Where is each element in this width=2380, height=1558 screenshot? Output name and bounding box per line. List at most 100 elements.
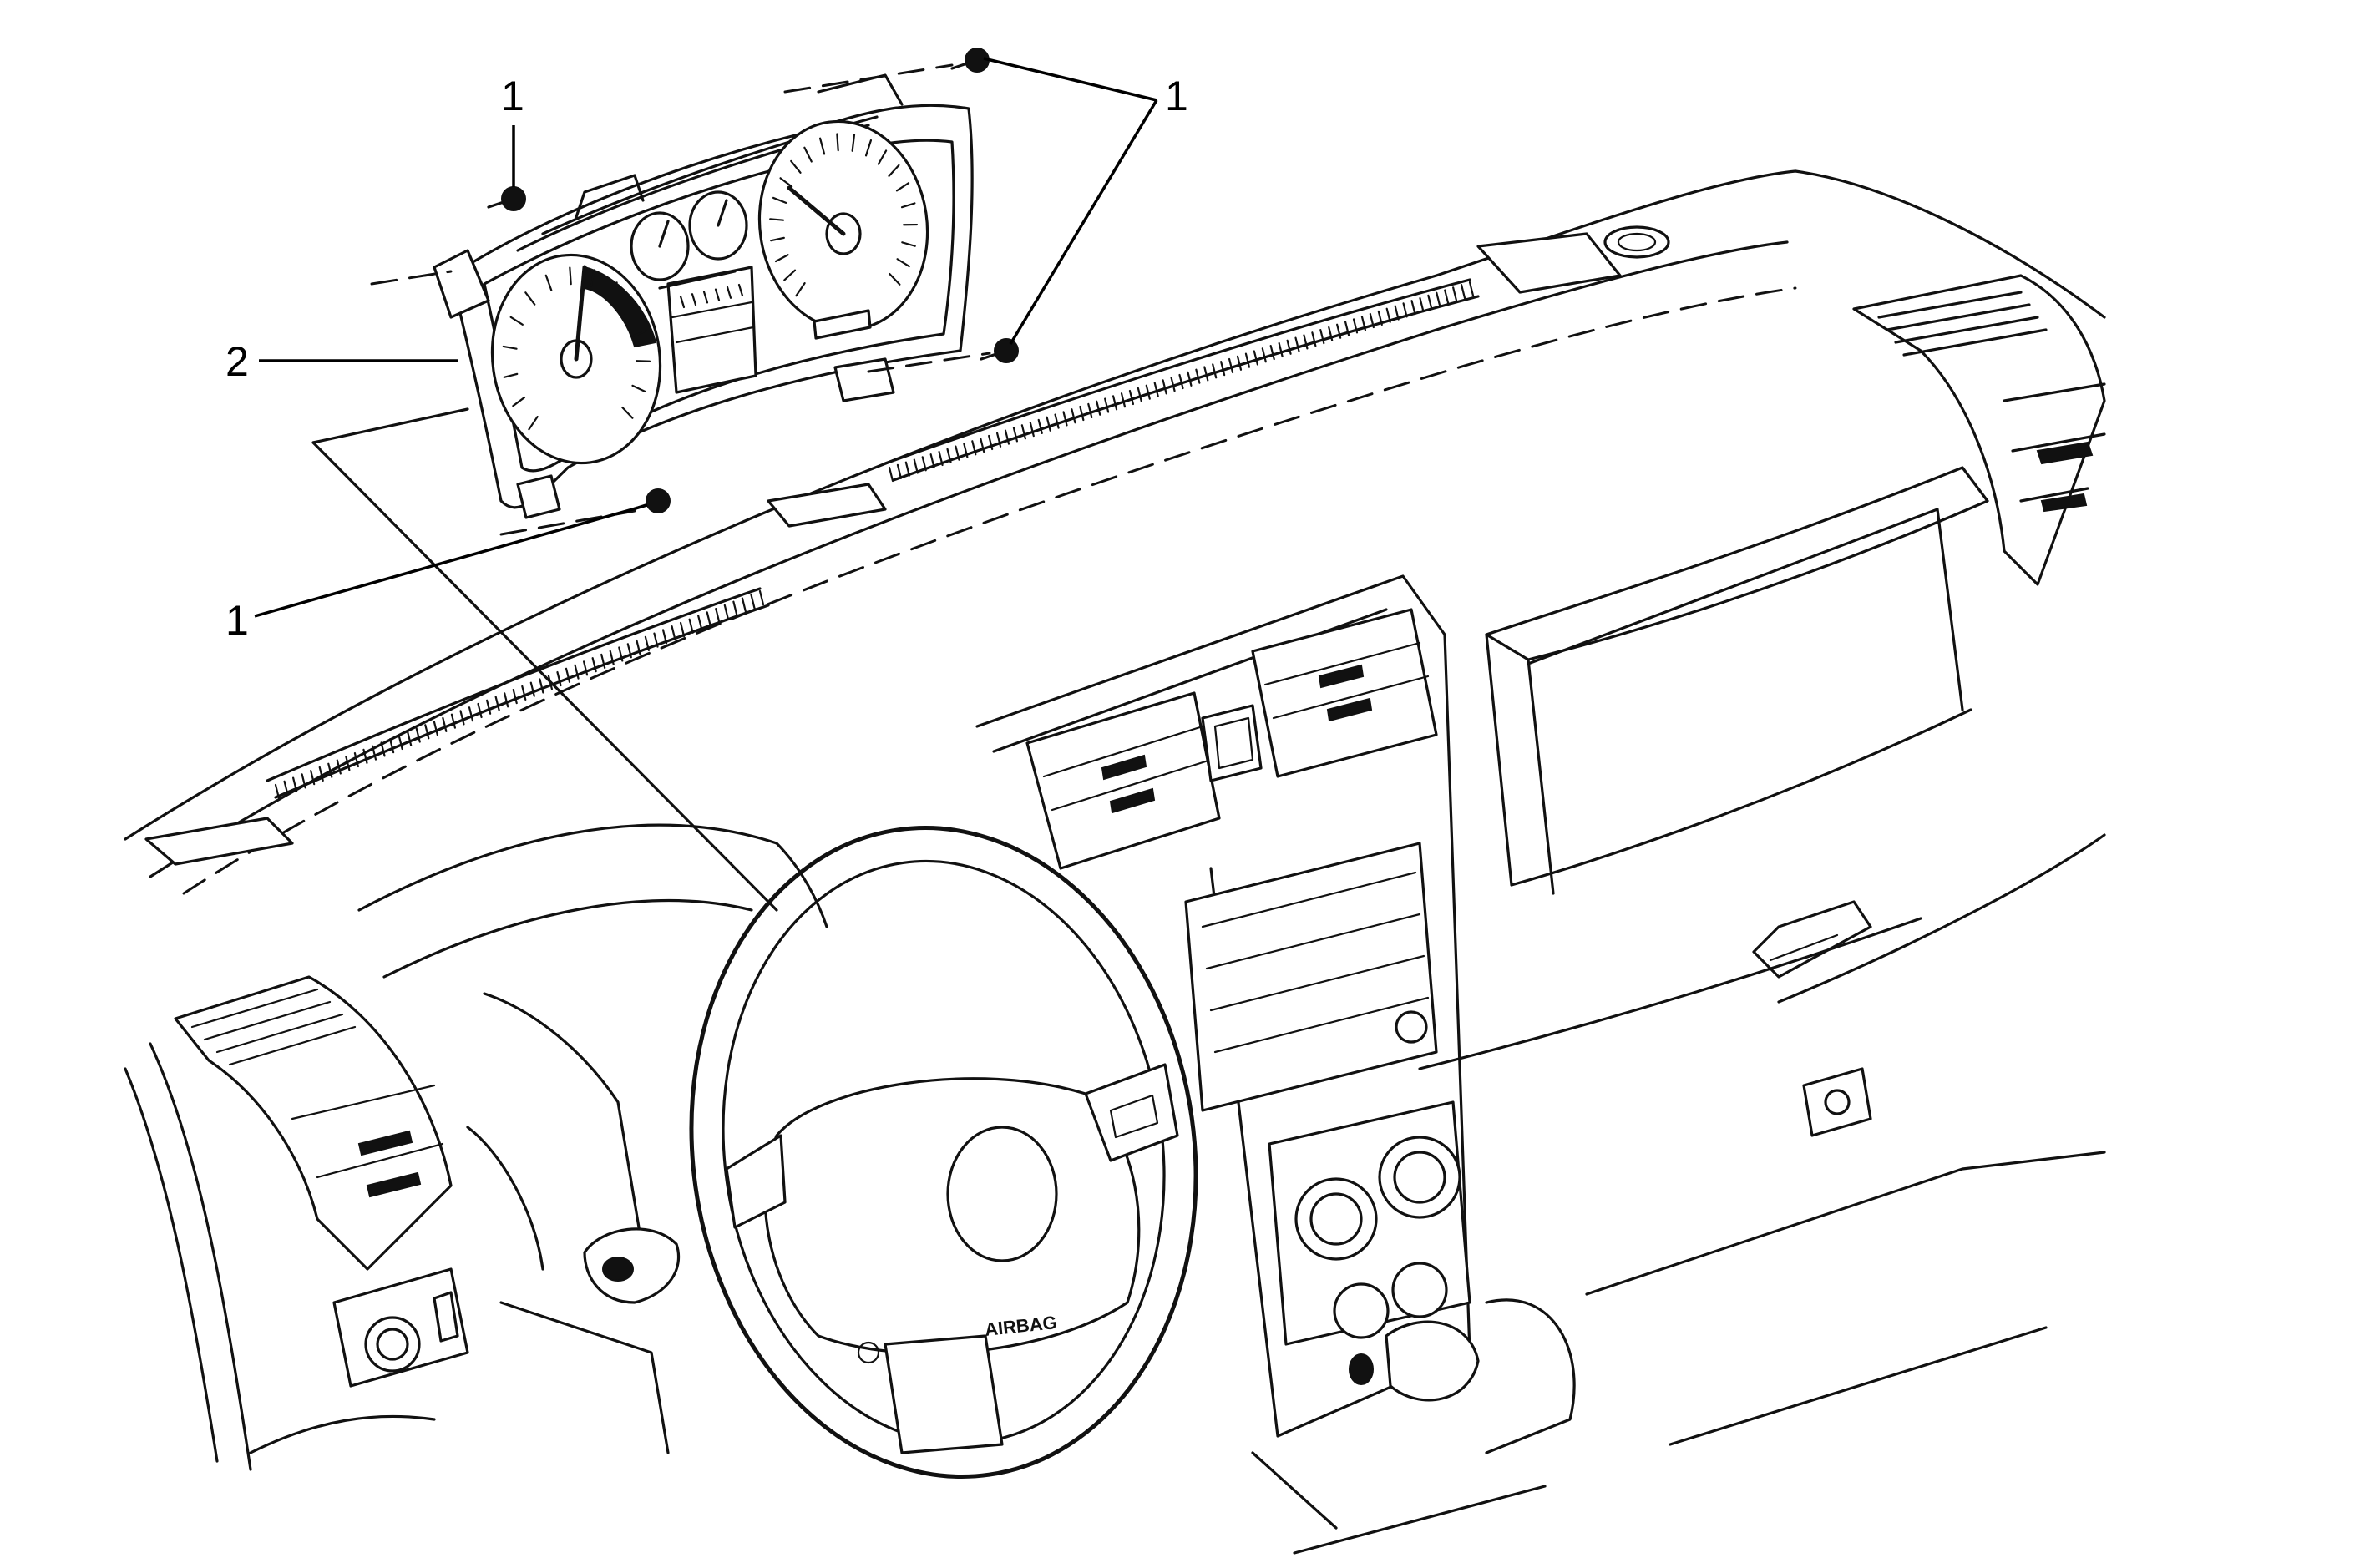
detail-stroke — [1153, 382, 1159, 397]
detail-stroke — [1087, 402, 1093, 418]
detail-stroke — [371, 745, 377, 761]
detail-stroke — [1170, 377, 1176, 392]
detail-stroke — [1096, 400, 1101, 416]
detail-stroke — [889, 272, 901, 286]
detail-stroke — [477, 702, 483, 719]
detail-stroke — [1402, 302, 1408, 318]
fastener-top-right — [950, 48, 990, 73]
detail-stroke — [1352, 318, 1359, 334]
detail-stroke — [415, 727, 421, 743]
detail-stroke — [512, 689, 518, 705]
detail-stroke — [779, 177, 793, 188]
detail-stroke — [618, 646, 624, 662]
detail-stroke — [433, 720, 438, 736]
detail-stroke — [1203, 366, 1209, 382]
detail-stroke — [904, 461, 910, 477]
callout-label: 1 — [501, 73, 524, 119]
detail-stroke — [661, 629, 668, 645]
detail-stroke — [896, 463, 903, 479]
detail-stroke — [582, 660, 589, 676]
detail-stroke — [995, 432, 1002, 448]
detail-stroke — [895, 182, 910, 192]
detail-stroke — [877, 149, 888, 165]
detail-stroke — [1054, 413, 1060, 429]
detail-stroke — [1029, 421, 1035, 438]
detail-stroke — [1228, 357, 1234, 374]
airbag-module: AIRBAG — [763, 1077, 1141, 1355]
detail-stroke — [1062, 411, 1068, 427]
detail-stroke — [946, 448, 952, 463]
detail-stroke — [524, 291, 536, 306]
detail-stroke — [1303, 334, 1309, 350]
detail-stroke — [1244, 352, 1251, 368]
detail-stroke — [679, 621, 686, 638]
detail-stroke — [1004, 429, 1010, 445]
left-air-vent — [174, 975, 453, 1271]
detail-stroke — [963, 443, 969, 458]
detail-stroke — [1071, 408, 1076, 424]
detail-stroke — [529, 681, 535, 697]
detail-stroke — [888, 466, 894, 483]
detail-stroke — [1344, 321, 1350, 336]
detail-stroke — [1419, 296, 1425, 313]
detail-stroke — [1046, 416, 1051, 432]
detail-stroke — [1336, 323, 1342, 339]
detail-stroke — [1212, 363, 1218, 379]
detail-stroke — [1278, 341, 1284, 358]
detail-stroke — [955, 445, 960, 461]
detail-stroke — [1286, 339, 1292, 355]
detail-stroke — [388, 738, 395, 754]
detail-stroke — [1394, 305, 1400, 321]
detail-stroke — [504, 692, 509, 708]
detail-stroke — [398, 734, 403, 751]
detail-stroke — [600, 653, 606, 670]
detail-stroke — [732, 600, 738, 616]
detail-stroke — [688, 618, 694, 634]
detail-stroke — [836, 133, 839, 152]
detail-stroke — [591, 657, 597, 673]
detail-stroke — [327, 762, 333, 778]
instrument-cluster — [433, 73, 974, 519]
detail-stroke — [1012, 427, 1019, 443]
detail-stroke — [818, 137, 826, 155]
detail-stroke — [750, 594, 756, 610]
callout-label: 2 — [225, 338, 249, 385]
detail-stroke — [632, 330, 647, 337]
detail-stroke — [1377, 310, 1383, 326]
detail-stroke — [1410, 300, 1416, 316]
detail-stroke — [795, 281, 806, 297]
detail-stroke — [679, 295, 686, 309]
detail-stroke — [900, 202, 916, 209]
center-console — [975, 574, 1576, 1555]
detail-stroke — [590, 269, 595, 287]
detail-stroke — [774, 254, 789, 263]
detail-stroke — [697, 615, 703, 630]
callout-fastener-top-left: 1 — [501, 73, 524, 187]
detail-stroke — [1385, 307, 1391, 323]
detail-stroke — [291, 776, 298, 792]
detail-stroke — [494, 696, 500, 711]
detail-stroke — [1311, 331, 1317, 347]
right-air-vent — [1852, 274, 2106, 586]
detail-stroke — [1261, 347, 1267, 363]
detail-stroke — [636, 639, 641, 655]
detail-stroke — [1328, 326, 1334, 342]
detail-stroke — [1128, 389, 1135, 406]
callout-label: 1 — [225, 597, 249, 644]
detail-stroke — [702, 291, 709, 304]
detail-stroke — [521, 685, 527, 701]
detail-stroke — [468, 706, 474, 722]
detail-stroke — [565, 667, 571, 683]
speedometer-gauge — [757, 119, 929, 340]
detail-stroke — [353, 751, 360, 768]
detail-stroke — [913, 458, 919, 474]
detail-stroke — [938, 450, 944, 467]
detail-stroke — [485, 699, 492, 715]
center-air-vents — [1025, 608, 1438, 870]
detail-stroke — [715, 607, 721, 624]
detail-stroke — [442, 716, 448, 732]
detail-stroke — [644, 635, 651, 651]
hvac-controls — [1268, 1100, 1471, 1346]
detail-stroke — [556, 670, 562, 687]
detail-stroke — [310, 770, 316, 786]
